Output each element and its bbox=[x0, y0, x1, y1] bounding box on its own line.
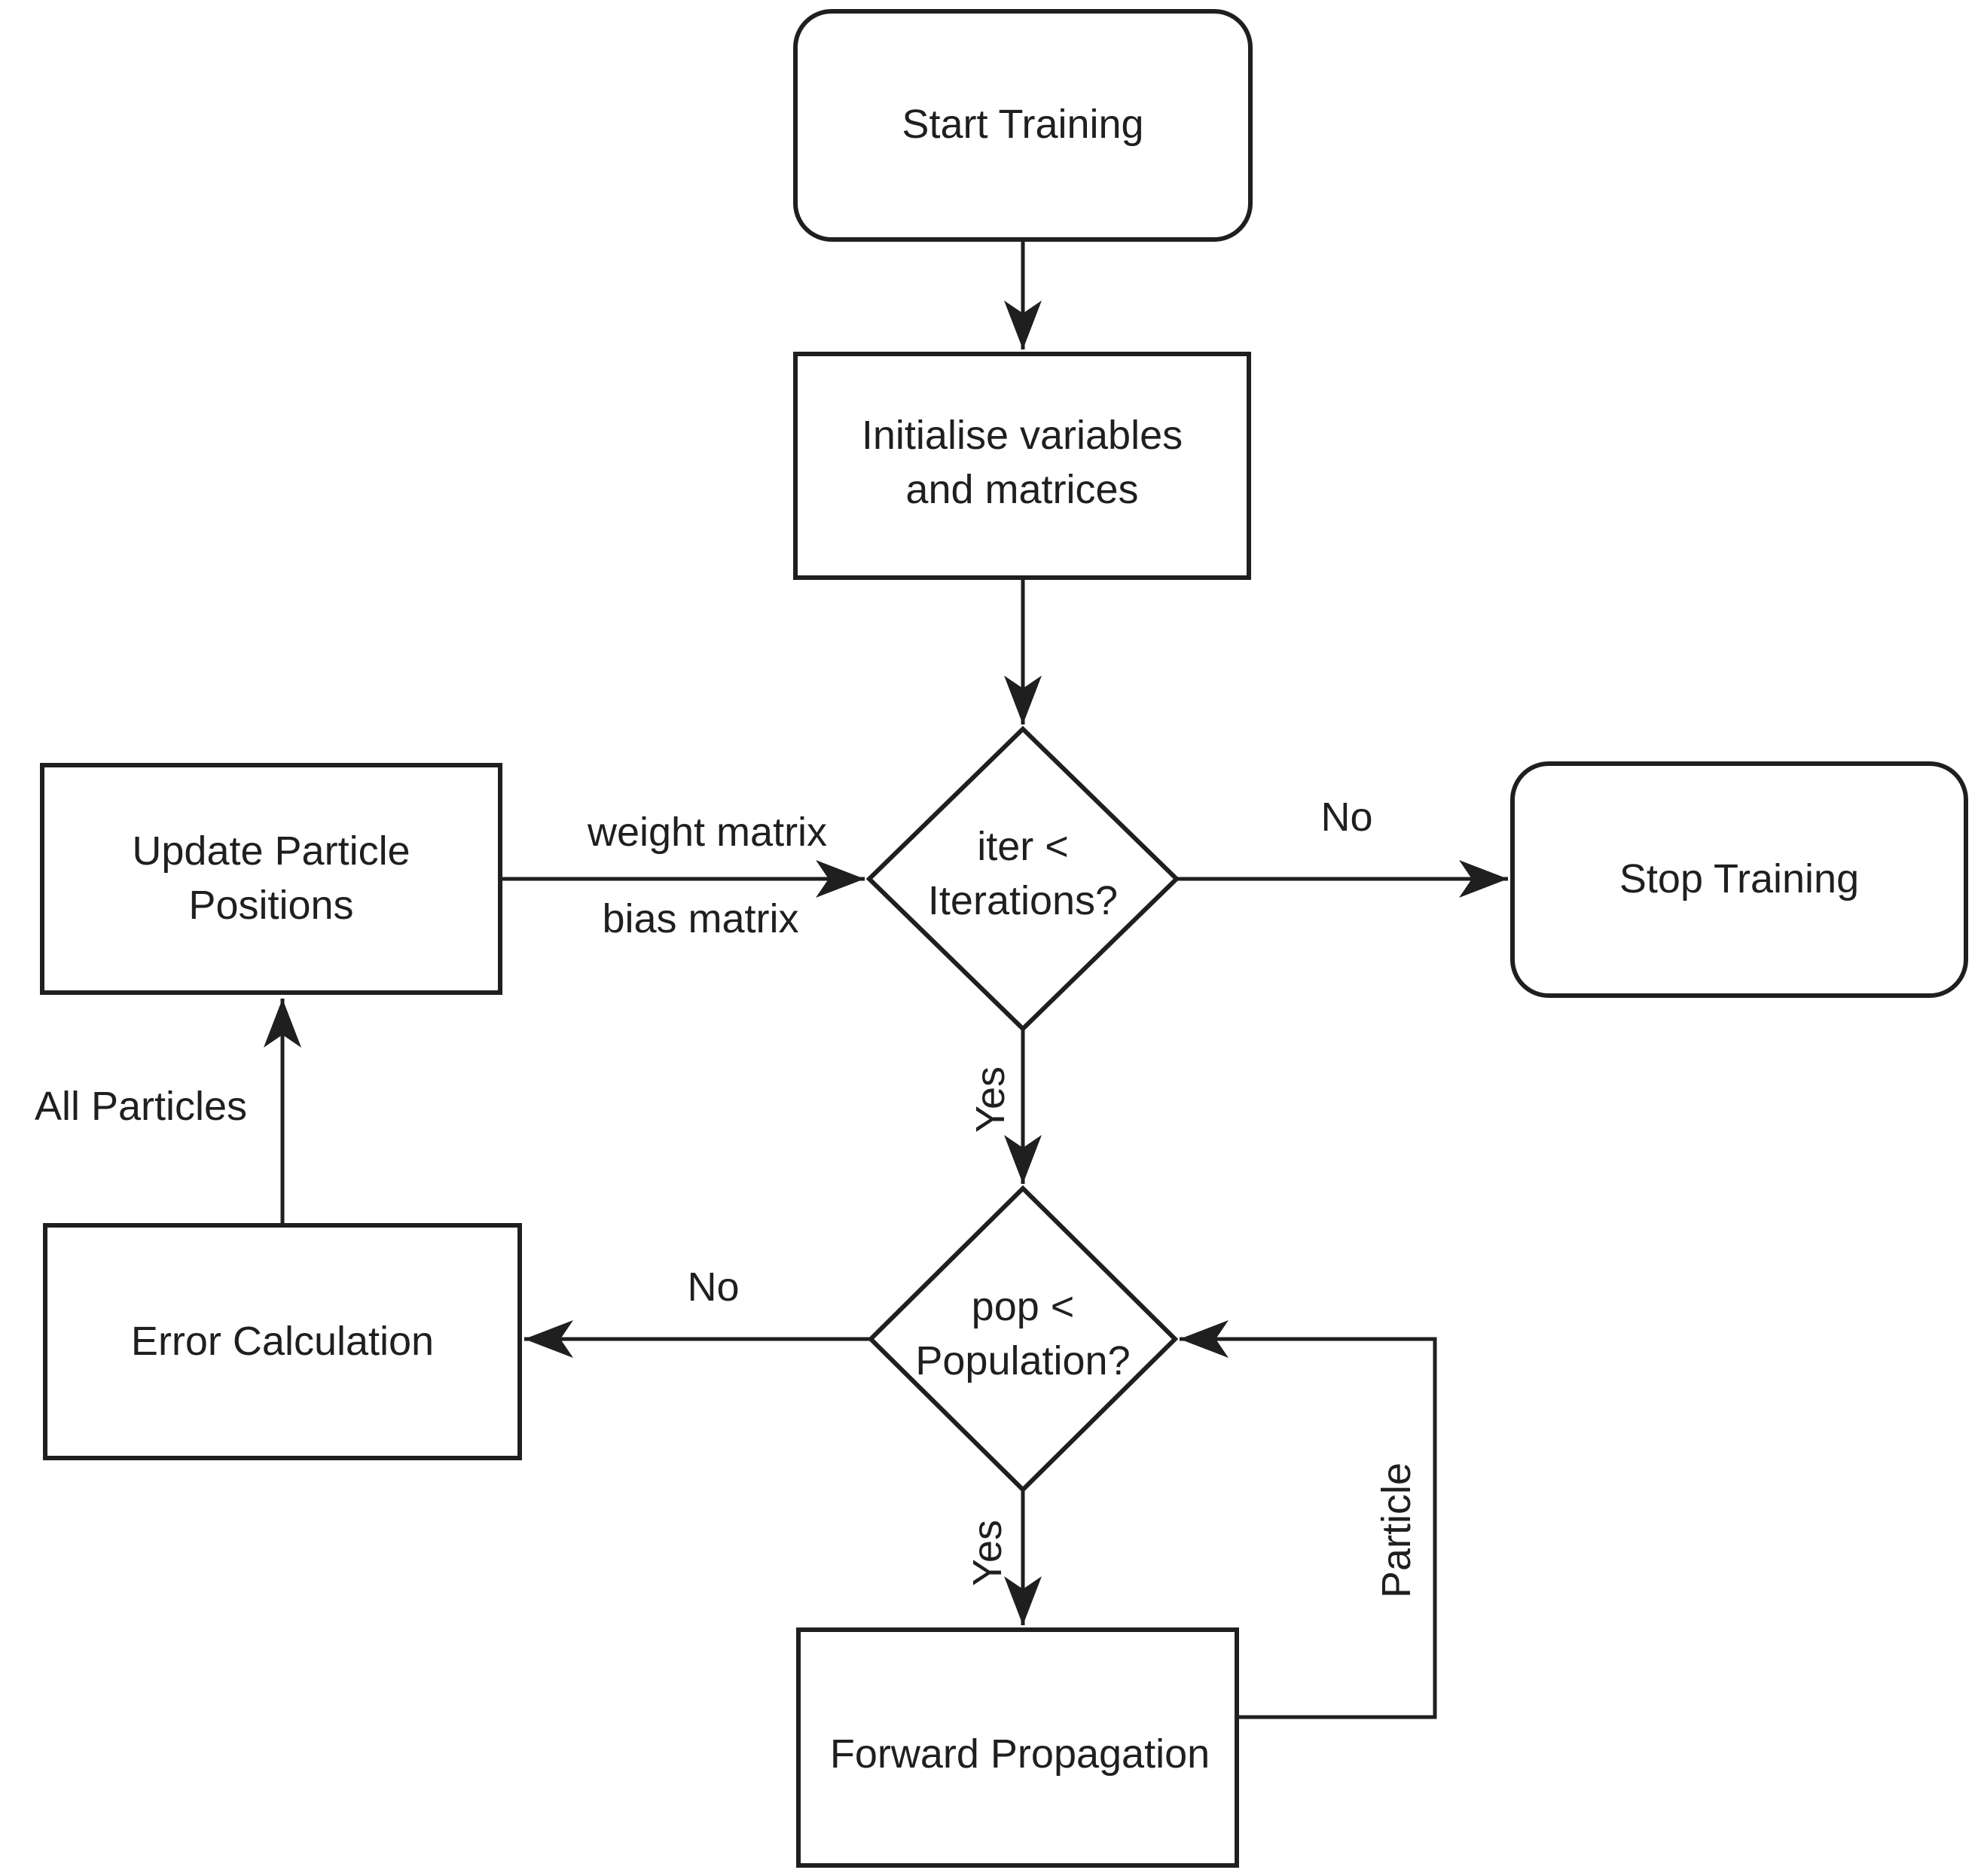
node-iter-decision-diamond bbox=[865, 725, 1180, 1033]
label-weight-matrix: weight matrix bbox=[587, 810, 828, 856]
label-iter-no: No bbox=[1320, 795, 1373, 840]
label-particle: Particle bbox=[1374, 1462, 1420, 1599]
node-update-particle-positions bbox=[40, 763, 502, 995]
node-pop-decision-diamond bbox=[867, 1185, 1179, 1493]
label-iter-decision: iter < Iterations? bbox=[927, 824, 1119, 923]
label-update-particle-positions: Update Particle Positions bbox=[132, 828, 411, 928]
label-forward-propagation: Forward Propagation bbox=[829, 1731, 1210, 1777]
label-pop-decision: pop < Population? bbox=[915, 1284, 1131, 1383]
label-start-training: Start Training bbox=[902, 102, 1144, 148]
node-error-calculation bbox=[43, 1223, 522, 1460]
label-error-calculation: Error Calculation bbox=[130, 1319, 435, 1365]
label-stop-training: Stop Training bbox=[1619, 856, 1860, 902]
label-all-particles: All Particles bbox=[34, 1084, 248, 1130]
label-iter-yes: Yes bbox=[968, 1066, 1014, 1133]
node-initialise-variables bbox=[793, 352, 1251, 580]
label-bias-matrix: bias matrix bbox=[602, 896, 799, 942]
label-initialise-variables: Initialise variables and matrices bbox=[861, 413, 1183, 512]
edge-forward-loop-to-pop bbox=[1180, 1320, 1437, 1719]
label-pop-yes: Yes bbox=[965, 1519, 1011, 1587]
node-start-training bbox=[793, 9, 1253, 242]
node-stop-training bbox=[1510, 761, 1968, 998]
label-pop-no: No bbox=[687, 1264, 740, 1310]
node-forward-propagation bbox=[796, 1627, 1239, 1868]
